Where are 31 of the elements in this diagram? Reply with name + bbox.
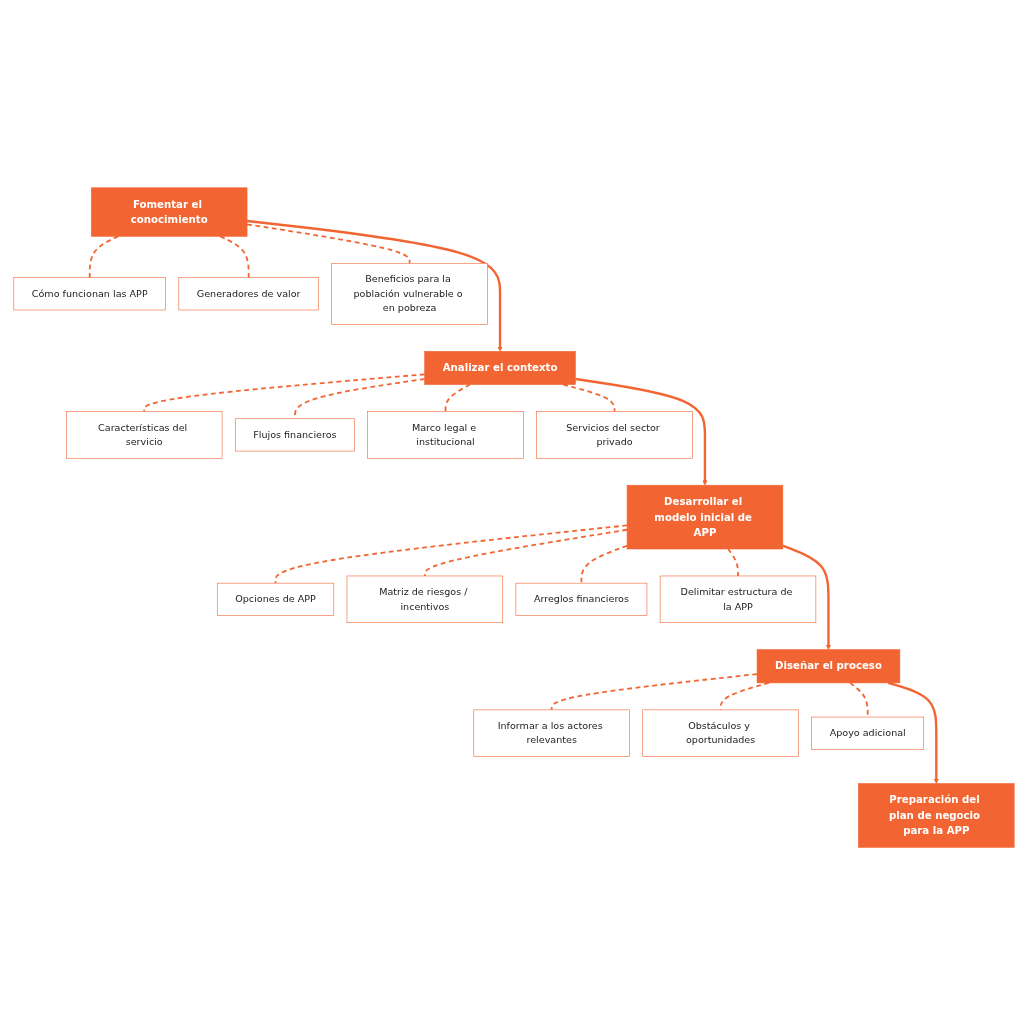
arrow bbox=[574, 378, 708, 486]
node-box: Preparación del plan de negocio para la APP bbox=[857, 783, 1014, 849]
connector bbox=[274, 524, 628, 585]
node-box: Servicios del sector privado bbox=[535, 411, 693, 459]
node-box: Diseñar el proceso bbox=[756, 649, 900, 684]
node-box: Beneficios para la población vulnerable o en pobreza bbox=[330, 263, 488, 326]
connector bbox=[142, 373, 426, 413]
node-box: Apoyo adicional bbox=[810, 717, 924, 751]
node-box: Delimitar estructura de la APP bbox=[659, 576, 816, 624]
node-box: Informar a los actores relevantes bbox=[473, 710, 630, 758]
node-box: Obstáculos y oportunidades bbox=[641, 710, 799, 758]
connector bbox=[580, 545, 628, 585]
node-box: Fomentar el conocimiento bbox=[90, 187, 247, 238]
arrow bbox=[246, 220, 503, 352]
arrow bbox=[781, 545, 831, 651]
node-box: Marco legal e institucional bbox=[366, 411, 524, 459]
connector bbox=[245, 223, 410, 265]
node-box: Analizar el contexto bbox=[423, 351, 576, 386]
node-box: Matriz de riesgos / incentivos bbox=[346, 576, 503, 624]
node-box: Opciones de APP bbox=[216, 583, 334, 617]
node-box: Arreglos financieros bbox=[515, 583, 647, 617]
node-box: Generadores de valor bbox=[178, 277, 319, 311]
node-box: Flujos financieros bbox=[234, 418, 355, 452]
node-box: Características del servicio bbox=[65, 411, 222, 459]
connector bbox=[550, 673, 758, 712]
node-box: Cómo funcionan las APP bbox=[13, 277, 166, 311]
connector bbox=[423, 529, 628, 578]
connector bbox=[218, 235, 250, 279]
connector bbox=[726, 548, 739, 578]
connector bbox=[88, 235, 119, 279]
node-box: Desarrollar el modelo inicial de APP bbox=[626, 485, 783, 550]
